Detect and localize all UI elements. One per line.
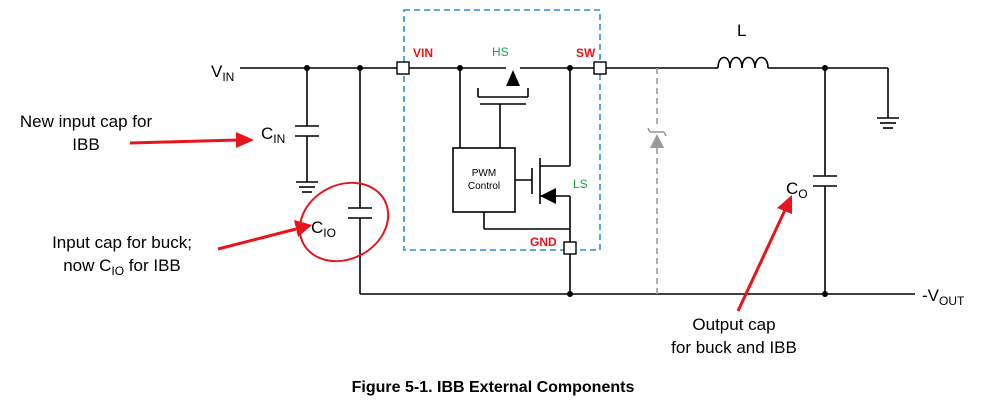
output-cap-note-line2: for buck and IBB xyxy=(671,338,797,357)
new-input-cap-note-line1: New input cap for xyxy=(20,112,153,131)
pin-sw-box xyxy=(593,61,607,75)
annotation-arrows xyxy=(129,132,792,312)
pin-vin-box xyxy=(396,61,410,75)
pwm-control-block xyxy=(452,147,516,213)
co-capacitor xyxy=(813,68,837,294)
pin-sw-label: SW xyxy=(576,46,596,60)
ground-symbol-right xyxy=(877,68,899,129)
pwm-label-line2: Control xyxy=(468,181,500,192)
ic-boundary xyxy=(403,9,601,251)
pin-gnd-box xyxy=(563,241,577,255)
hs-mosfet xyxy=(459,68,529,148)
arrow-head-cin xyxy=(236,132,254,148)
buck-diode-dashed xyxy=(647,68,667,294)
inductor-l xyxy=(717,56,769,69)
inductor-label: L xyxy=(737,21,746,40)
cio-label: CIO xyxy=(311,218,336,240)
pin-gnd-label: GND xyxy=(530,235,557,249)
new-input-cap-note-line2: IBB xyxy=(72,135,99,154)
ls-mosfet xyxy=(515,68,571,242)
arrow-head-co xyxy=(777,195,792,214)
co-label: CO xyxy=(786,179,808,201)
vin-label: VIN xyxy=(211,62,234,84)
buck-cap-note-line1: Input cap for buck; xyxy=(52,233,192,252)
cio-highlight-circle xyxy=(298,181,390,263)
cin-capacitor xyxy=(295,68,319,182)
ic-pins xyxy=(396,61,607,255)
junction-dots xyxy=(304,65,828,297)
ground-symbol-cin xyxy=(296,181,318,193)
cio-capacitor xyxy=(348,68,372,294)
hs-label: HS xyxy=(492,45,509,59)
figure-caption: Figure 5-1. IBB External Components xyxy=(352,379,635,396)
cin-label: CIN xyxy=(261,124,285,146)
vout-label: -VOUT xyxy=(922,286,965,308)
arrow-head-cio xyxy=(294,220,312,237)
pwm-ground-wire xyxy=(483,212,570,230)
buck-cap-note-line2: now CIO for IBB xyxy=(63,256,181,278)
pwm-label-line1: PWM xyxy=(472,168,496,179)
pin-vin-label: VIN xyxy=(413,46,433,60)
ls-label: LS xyxy=(573,177,588,191)
output-cap-note-line1: Output cap xyxy=(692,315,775,334)
